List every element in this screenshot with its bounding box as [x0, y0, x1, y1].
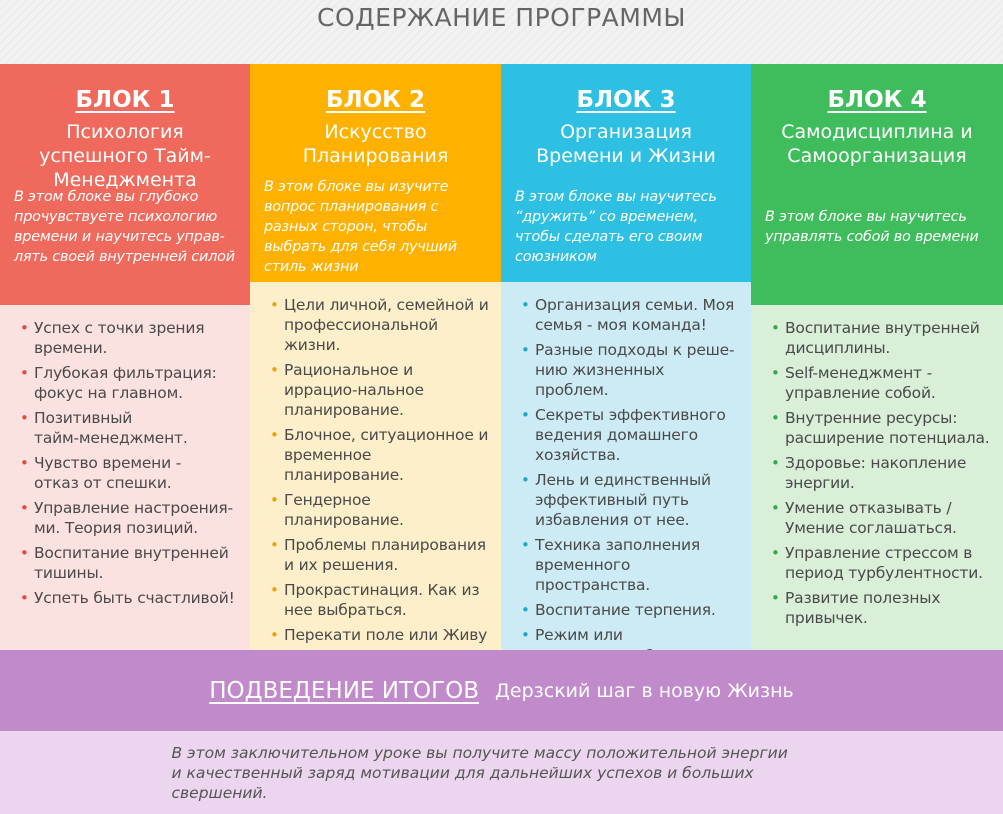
- bullet-icon: •: [20, 364, 29, 382]
- bullet-icon: •: [270, 581, 279, 599]
- bullet-icon: •: [20, 544, 29, 562]
- bullet-icon: •: [771, 454, 780, 472]
- bullet-icon: •: [270, 426, 279, 444]
- summary-body: В этом заключительном уроке вы получите …: [0, 731, 1003, 814]
- topic-item: •Внутренние ресурсы: расширение потенциа…: [771, 409, 990, 447]
- bullet-icon: •: [771, 544, 780, 562]
- bullet-icon: •: [771, 589, 780, 607]
- topic-item: •Воспитание внутренней дисциплины.: [771, 319, 980, 357]
- bullet-icon: •: [521, 471, 530, 489]
- topic-item: •Развитие полезных привычек.: [771, 589, 941, 627]
- topic-item: •Секреты эффективного ведения домашнего …: [521, 406, 726, 464]
- block-1-description: В этом блоке вы глубоко прочувствуете пс…: [14, 189, 235, 265]
- topic-item: •Self-менеджмент - управление собой.: [771, 364, 936, 402]
- block-1-subtitle: Психология успешного Тайм-Менеджмента: [39, 121, 211, 191]
- topic-item: •Разные подходы к реше-нию жизненных про…: [521, 341, 735, 399]
- topic-item: •Глубокая фильтрация: фокус на главном.: [20, 364, 217, 402]
- summary-description: В этом заключительном уроке вы получите …: [171, 743, 788, 802]
- block-1-topic-list: •Успех с точки зрения времени. •Глубокая…: [20, 318, 240, 608]
- bullet-icon: •: [771, 409, 780, 427]
- block-3-topic-list: •Организация семьи. Моя семья - моя кома…: [521, 295, 741, 665]
- block-3-body: •Организация семьи. Моя семья - моя кома…: [501, 282, 751, 670]
- block-3-title-link[interactable]: БЛОК 3: [576, 87, 676, 113]
- topic-item: •Рациональное и иррацио-нальное планиров…: [270, 361, 424, 419]
- block-3-description: В этом блоке вы научитесь “дружить” со в…: [515, 189, 717, 265]
- topic-item: •Организация семьи. Моя семья - моя кома…: [521, 296, 735, 334]
- bullet-icon: •: [521, 341, 530, 359]
- bullet-icon: •: [771, 319, 780, 337]
- bullet-icon: •: [521, 406, 530, 424]
- bullet-icon: •: [20, 409, 29, 427]
- block-1: БЛОК 1 Психология успешного Тайм-Менеджм…: [0, 64, 250, 650]
- bullet-icon: •: [270, 536, 279, 554]
- block-2-description: В этом блоке вы изучите вопрос планирова…: [264, 179, 457, 275]
- block-1-header: БЛОК 1 Психология успешного Тайм-Менеджм…: [0, 64, 250, 305]
- block-2: БЛОК 2 Искусство Планирования В этом бло…: [250, 64, 501, 670]
- topic-item: •Управление стрессом в период турбулентн…: [771, 544, 983, 582]
- block-3: БЛОК 3 Организация Времени и Жизни В это…: [501, 64, 751, 670]
- bullet-icon: •: [521, 626, 530, 644]
- block-4-title-link[interactable]: БЛОК 4: [827, 87, 927, 113]
- bullet-icon: •: [20, 319, 29, 337]
- topic-item: •Проблемы планирования и их решения.: [270, 536, 486, 574]
- topic-item: •Здоровье: накопление энергии.: [771, 454, 967, 492]
- block-2-subtitle: Искусство Планирования: [302, 121, 449, 167]
- bullet-icon: •: [20, 589, 29, 607]
- bullet-icon: •: [521, 536, 530, 554]
- topic-item: •Блочное, ситуационное и временное плани…: [270, 426, 489, 484]
- bullet-icon: •: [771, 499, 780, 517]
- topic-item: •Успеть быть счастливой!: [20, 589, 235, 607]
- bullet-icon: •: [270, 361, 279, 379]
- topic-item: •Прокрастинация. Как из нее выбраться.: [270, 581, 480, 619]
- topic-item: •Чувство времени - отказ от спешки.: [20, 454, 182, 492]
- block-4-subtitle: Самодисциплина и Самоорганизация: [781, 121, 973, 167]
- topic-item: •Лень и единственный эффективный путь из…: [521, 471, 711, 529]
- block-4-header: БЛОК 4 Самодисциплина и Самоорганизация …: [751, 64, 1003, 305]
- block-2-title-link[interactable]: БЛОК 2: [326, 87, 425, 113]
- bullet-icon: •: [20, 454, 29, 472]
- topic-item: •Управление настроения-ми. Теория позици…: [20, 499, 233, 537]
- block-2-topic-list: •Цели личной, семейной и профессионально…: [270, 295, 491, 665]
- topic-item: •Техника заполнения временного пространс…: [521, 536, 701, 594]
- block-3-header: БЛОК 3 Организация Времени и Жизни В это…: [501, 64, 751, 282]
- block-4: БЛОК 4 Самодисциплина и Самоорганизация …: [751, 64, 1003, 650]
- topic-item: •Воспитание терпения.: [521, 601, 716, 619]
- topic-item: •Цели личной, семейной и профессионально…: [270, 296, 489, 354]
- bullet-icon: •: [270, 296, 279, 314]
- block-1-title-link[interactable]: БЛОК 1: [75, 87, 175, 113]
- topic-item: •Умение отказывать / Умение соглашаться.: [771, 499, 957, 537]
- block-3-subtitle: Организация Времени и Жизни: [536, 121, 716, 167]
- topic-item: •Гендерное планирование.: [270, 491, 404, 529]
- block-2-header: БЛОК 2 Искусство Планирования В этом бло…: [250, 64, 501, 282]
- bullet-icon: •: [270, 491, 279, 509]
- bullet-icon: •: [521, 296, 530, 314]
- bullet-icon: •: [20, 499, 29, 517]
- block-4-description: В этом блоке вы научитесь управлять собо…: [765, 209, 979, 245]
- block-1-body: •Успех с точки зрения времени. •Глубокая…: [0, 305, 250, 650]
- bullet-icon: •: [771, 364, 780, 382]
- topic-item: •Успех с точки зрения времени.: [20, 319, 205, 357]
- block-4-topic-list: •Воспитание внутренней дисциплины. •Self…: [771, 318, 993, 628]
- summary-header: ПОДВЕДЕНИЕ ИТОГОВ Дерзский шаг в новую Ж…: [0, 650, 1003, 731]
- block-2-body: •Цели личной, семейной и профессионально…: [250, 282, 501, 670]
- topic-item: •Позитивный тайм-менеджмент.: [20, 409, 188, 447]
- bullet-icon: •: [270, 626, 279, 644]
- topic-item: •Воспитание внутренней тишины.: [20, 544, 229, 582]
- program-blocks: БЛОК 1 Психология успешного Тайм-Менеджм…: [0, 64, 1003, 670]
- summary-title-link[interactable]: ПОДВЕДЕНИЕ ИТОГОВ: [209, 677, 480, 704]
- summary-subtitle: Дерзский шаг в новую Жизнь: [495, 679, 794, 702]
- block-4-body: •Воспитание внутренней дисциплины. •Self…: [751, 305, 1003, 650]
- page-title: СОДЕРЖАНИЕ ПРОГРАММЫ: [317, 3, 686, 32]
- bullet-icon: •: [521, 601, 530, 619]
